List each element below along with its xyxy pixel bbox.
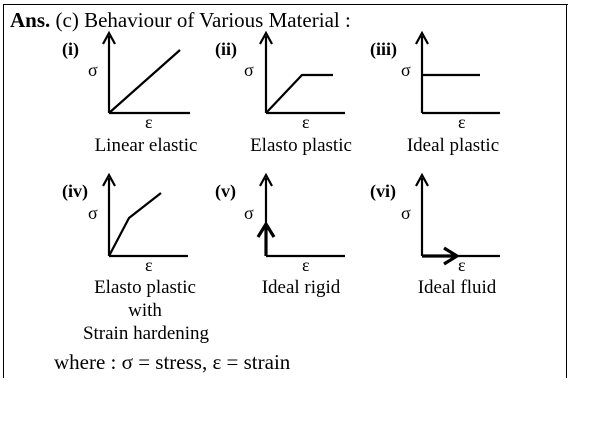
x-axis-label: ε bbox=[145, 112, 153, 132]
axes bbox=[415, 172, 500, 258]
panel-label: (iii) bbox=[370, 39, 397, 60]
x-axis-label: ε bbox=[458, 255, 466, 275]
answer-header: Ans. (c) Behaviour of Various Material : bbox=[10, 8, 351, 33]
curve-ideal-fluid bbox=[422, 246, 461, 266]
curve-ideal-rigid bbox=[256, 220, 276, 256]
y-axis-label: σ bbox=[88, 60, 98, 80]
panel-iii: (iii) σ ε Ideal plastic bbox=[370, 30, 500, 156]
panel-caption: with bbox=[128, 300, 162, 321]
panel-iv: (iv) σ ε Elasto plastic with Strain hard… bbox=[62, 172, 210, 344]
axes bbox=[102, 172, 188, 258]
x-axis-label: ε bbox=[302, 255, 310, 275]
axes bbox=[259, 172, 345, 258]
panel-label: (i) bbox=[62, 39, 79, 60]
panel-caption: Elasto plastic bbox=[94, 277, 196, 298]
axes bbox=[259, 30, 345, 115]
panel-ii: (ii) σ ε Elasto plastic bbox=[215, 30, 352, 156]
panel-i: (i) σ ε Linear elastic bbox=[62, 30, 198, 156]
x-axis-label: ε bbox=[302, 112, 310, 132]
answer-title: Behaviour of Various Material : bbox=[84, 8, 351, 32]
panel-label: (v) bbox=[215, 181, 236, 202]
x-axis-label: ε bbox=[145, 255, 153, 275]
answer-prefix: Ans. bbox=[10, 8, 51, 32]
axes bbox=[415, 30, 500, 115]
y-axis-label: σ bbox=[88, 203, 98, 223]
curve-strain-hardening bbox=[108, 192, 162, 257]
answer-option: (c) bbox=[55, 8, 79, 32]
curve-linear-elastic bbox=[108, 49, 181, 114]
curve-elasto-plastic bbox=[265, 73, 333, 114]
y-axis-label: σ bbox=[244, 203, 254, 223]
y-axis-label: σ bbox=[401, 203, 411, 223]
panel-caption: Linear elastic bbox=[95, 135, 198, 156]
y-axis-label: σ bbox=[401, 60, 411, 80]
legend-note: where : σ = stress, ε = strain bbox=[54, 350, 291, 374]
panel-vi: (vi) σ ε Ideal fluid bbox=[370, 172, 500, 298]
y-axis-label: σ bbox=[244, 60, 254, 80]
x-axis-label: ε bbox=[458, 112, 466, 132]
answer-frame bbox=[3, 4, 567, 378]
panel-v: (v) σ ε Ideal rigid bbox=[215, 172, 345, 298]
panel-caption: Ideal rigid bbox=[262, 277, 341, 298]
panel-label: (vi) bbox=[370, 181, 396, 202]
panel-caption: Strain hardening bbox=[83, 323, 210, 344]
panel-caption: Ideal plastic bbox=[407, 135, 499, 156]
axes bbox=[102, 30, 190, 115]
panel-label: (iv) bbox=[62, 181, 88, 202]
panel-caption: Elasto plastic bbox=[250, 135, 352, 156]
panel-label: (ii) bbox=[215, 39, 237, 60]
panel-caption: Ideal fluid bbox=[418, 277, 497, 298]
